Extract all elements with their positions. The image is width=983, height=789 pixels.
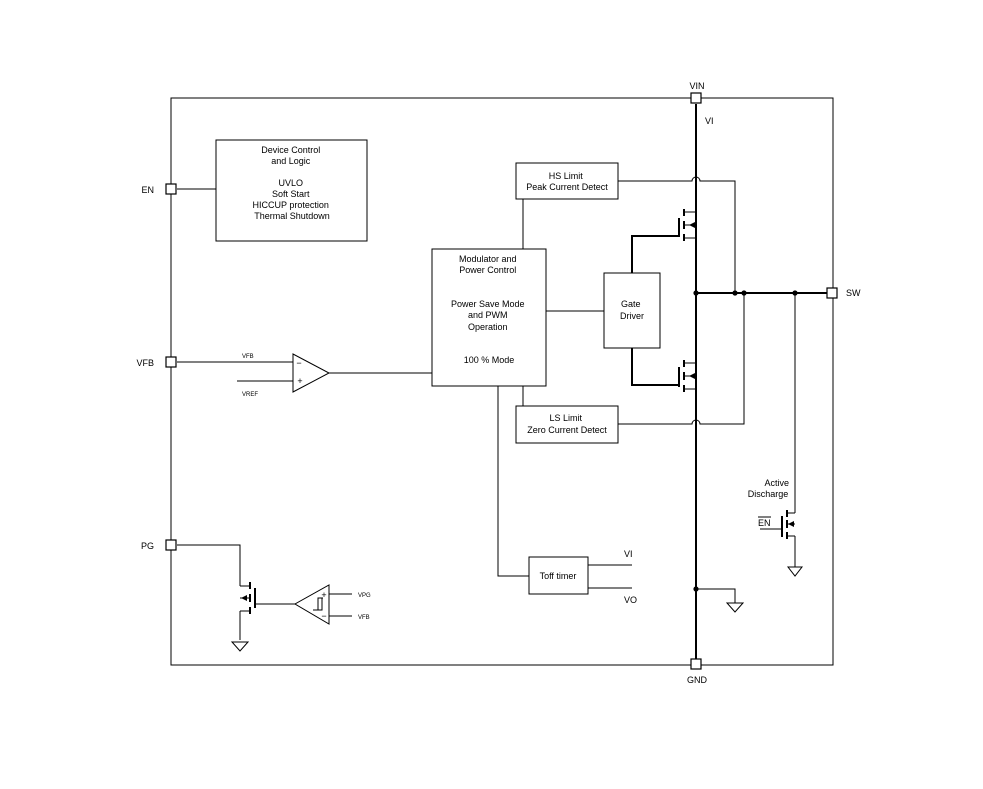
ground-icon <box>725 602 745 613</box>
device-control-block <box>215 139 368 242</box>
error-comparator <box>292 353 331 393</box>
junction-dot <box>693 586 699 592</box>
pg-label: PG <box>141 541 154 551</box>
junction-dot <box>693 290 699 296</box>
vin-pin <box>690 92 702 104</box>
gnd-pin <box>690 658 702 670</box>
ls-sense-wire <box>618 293 745 425</box>
modulator-text: Modulator and Power Control Power Save M… <box>451 254 527 365</box>
comp-minus-label: − <box>296 358 301 368</box>
en-pin <box>165 183 177 195</box>
vpg-signal-label: VPG <box>358 593 371 599</box>
vfb-label: VFB <box>136 358 154 368</box>
gate-driver-text: Gate Driver <box>620 299 644 321</box>
junction-dot <box>792 290 798 296</box>
sw-label: SW <box>846 288 861 298</box>
ls-mosfet <box>678 360 696 392</box>
ls-limit-text: LS Limit Zero Current Detect <box>527 413 607 435</box>
pgcomp-minus-label: − <box>321 611 326 621</box>
hs-limit-block <box>515 162 619 200</box>
toff-timer-block <box>528 556 589 595</box>
toff-vi-label: VI <box>624 549 633 559</box>
ad-ground-icon <box>786 566 804 577</box>
pg-ground-icon <box>230 641 250 652</box>
hs-mosfet <box>678 209 696 241</box>
junction-dot <box>732 290 738 296</box>
active-discharge-label: Active Discharge <box>748 478 792 499</box>
vfb-pin <box>165 356 177 368</box>
en-label: EN <box>141 185 154 195</box>
pg-pin <box>165 539 177 551</box>
pg-comparator <box>293 584 330 625</box>
junction-dot <box>741 290 747 296</box>
ic-boundary <box>170 97 834 666</box>
active-discharge-mosfet <box>760 510 804 577</box>
sw-pin <box>826 287 838 299</box>
hysteresis-icon <box>313 597 323 611</box>
comp-plus-label: + <box>297 376 302 386</box>
vin-label: VIN <box>689 81 704 91</box>
gnd-label: GND <box>687 675 708 685</box>
vfb-pg-signal-label: VFB <box>358 615 370 621</box>
mod-toff-wire <box>497 386 529 577</box>
device-control-text: Device Control and Logic UVLO Soft Start… <box>253 145 332 221</box>
gnd-tap-wire <box>696 588 736 603</box>
modulator-block <box>431 248 547 387</box>
toff-timer-label: Toff timer <box>540 571 577 581</box>
ad-en-label: EN <box>758 518 771 528</box>
vi-label: VI <box>705 116 714 126</box>
ls-gate-wire <box>631 348 679 386</box>
vfb-signal-label: VFB <box>242 354 254 360</box>
vref-signal-label: VREF <box>242 392 258 398</box>
pgcomp-plus-label: + <box>321 590 326 600</box>
hs-gate-wire <box>631 235 679 273</box>
pg-wire <box>177 544 241 586</box>
toff-vo-label: VO <box>624 595 637 605</box>
hs-limit-text: HS Limit Peak Current Detect <box>526 171 608 192</box>
pg-mosfet <box>239 582 295 640</box>
hs-sense-wire <box>618 176 736 293</box>
